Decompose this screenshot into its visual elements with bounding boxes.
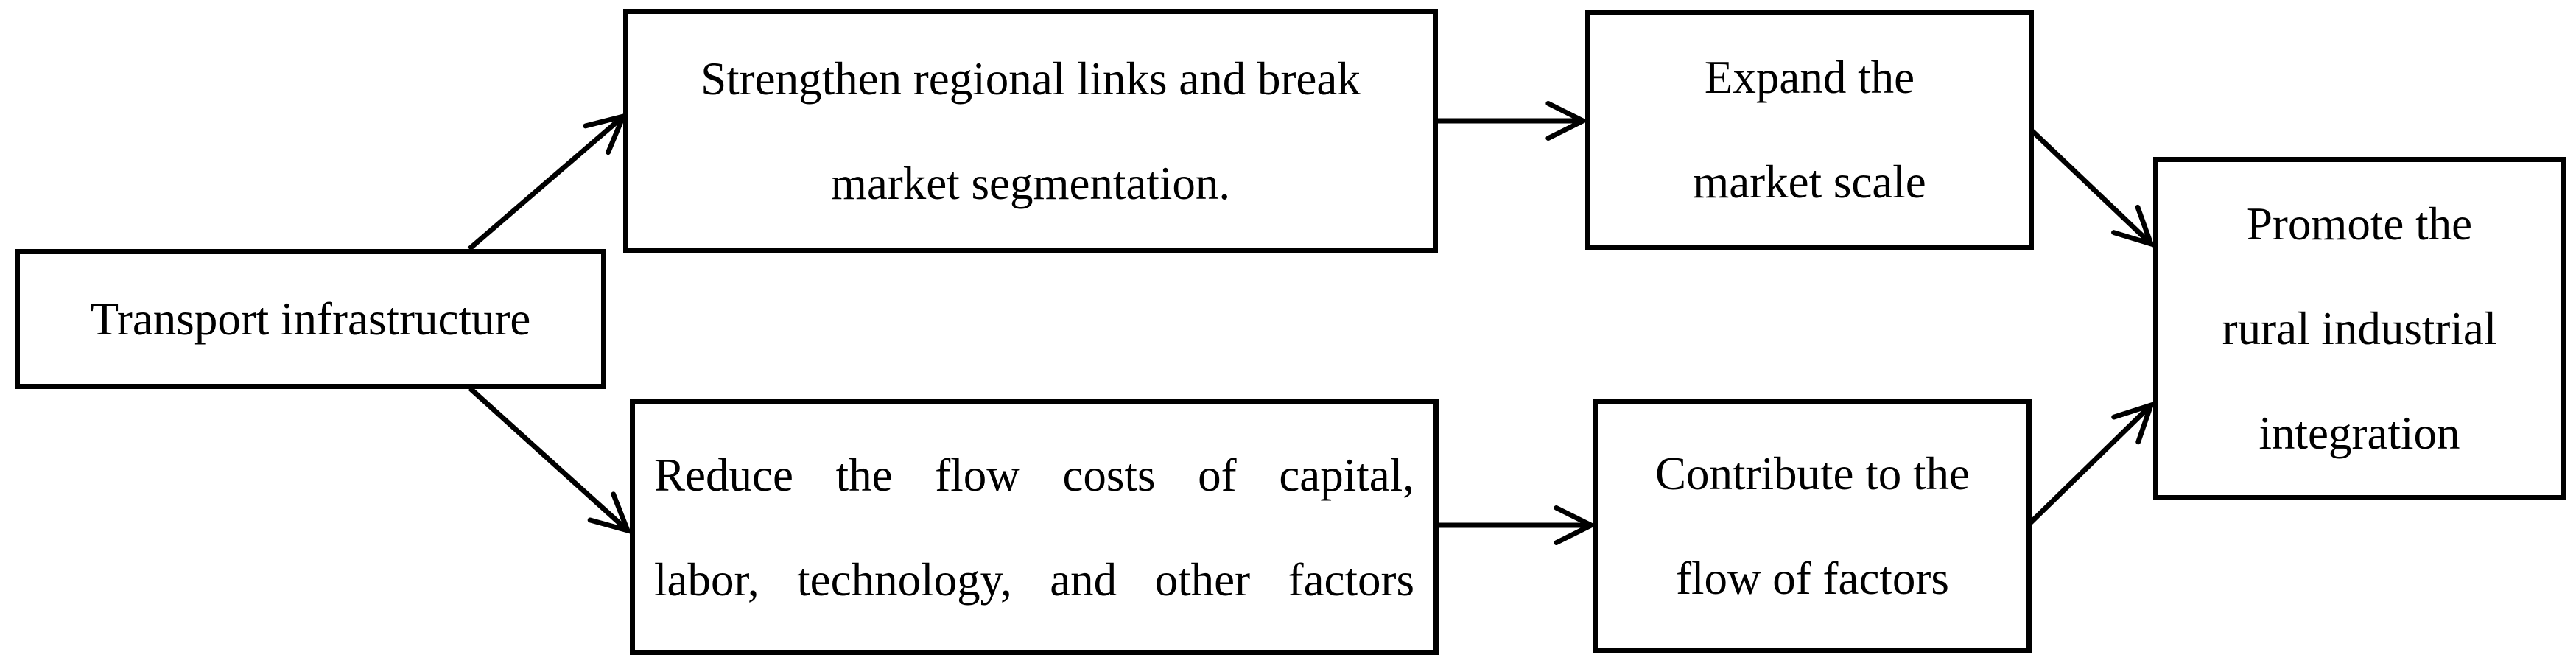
node-transport-infrastructure: Transport infrastructure [15,249,606,389]
node-label-line: flow of factors [1676,553,1949,604]
node-label-line: rural industrial [2222,303,2497,354]
arrow-contribute-to-promote [2028,401,2155,525]
node-promote-rural-integration: Promote the rural industrial integration [2153,157,2566,500]
node-label-line: market scale [1693,156,1926,208]
node-label-line: Contribute to the [1655,448,1970,500]
node-label-line: Strengthen regional links and break [701,53,1361,105]
arrow-expand-to-promote [2030,129,2155,248]
node-reduce-flow-costs: Reduce the flow costs of capital, labor,… [630,399,1439,655]
node-label-line: market segmentation. [830,158,1231,209]
node-expand-market-scale: Expand the market scale [1585,10,2034,250]
node-label-line: Expand the [1704,52,1915,103]
node-label: Transport infrastructure [90,293,531,345]
node-label-line: integration [2259,407,2460,459]
node-label-line: Promote the [2246,198,2473,250]
node-label-line: Reduce the flow costs of capital, [654,449,1414,501]
arrow-transport-to-reduce [468,386,632,535]
arrow-transport-to-strengthen [467,113,628,251]
node-label-line: labor, technology, and other factors [654,553,1414,606]
node-strengthen-regional-links: Strengthen regional links and break mark… [623,9,1438,253]
node-contribute-factor-flow: Contribute to the flow of factors [1593,399,2032,653]
